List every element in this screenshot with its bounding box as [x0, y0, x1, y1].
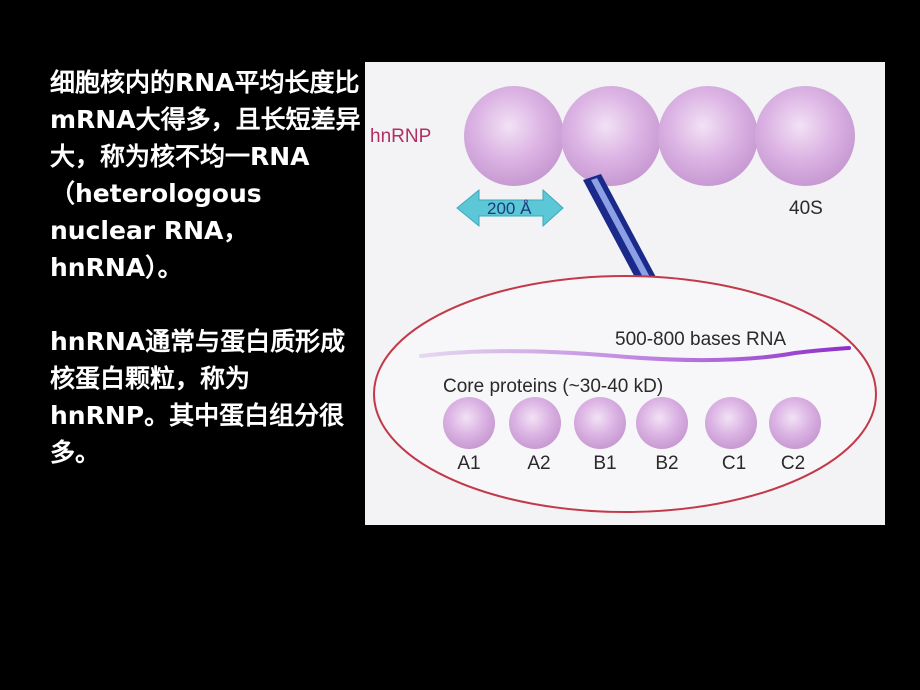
rna-label: 500-800 bases RNA [615, 329, 786, 350]
paragraph-hnrnp-definition: hnRNA通常与蛋白质形成核蛋白颗粒，称为hnRNP。其中蛋白组分很多。 [50, 327, 346, 467]
hnrnp-particle-3 [658, 86, 758, 186]
rna-strand [419, 346, 851, 363]
core-protein-a1: A1 [443, 397, 495, 474]
hnrnp-diagram: hnRNP 40S 200 Å 500-800 bases RNA Core p… [365, 62, 885, 525]
sedimentation-label: 40S [789, 198, 823, 219]
core-protein-a2: A2 [509, 397, 561, 474]
hnrnp-particle-4 [755, 86, 855, 186]
description-text: 细胞核内的RNA平均长度比mRNA大得多，且长短差异大，称为核不均一RNA（he… [50, 64, 365, 471]
size-double-arrow [456, 188, 564, 228]
protein-label-c1: C1 [722, 453, 746, 474]
protein-label-b2: B2 [655, 453, 678, 474]
hnrnp-particle-2 [561, 86, 661, 186]
enlarged-particle-ellipse [373, 275, 877, 513]
protein-label-c2: C2 [781, 453, 805, 474]
core-protein-c1: C1 [705, 397, 757, 474]
protein-label-a1: A1 [457, 453, 480, 474]
protein-label-a2: A2 [527, 453, 550, 474]
core-protein-b2: B2 [636, 397, 688, 474]
core-proteins-label: Core proteins (~30-40 kD) [443, 376, 663, 397]
hnrnp-particle-1 [464, 86, 564, 186]
hnrnp-label: hnRNP [370, 126, 431, 147]
paragraph-spacer [50, 286, 365, 323]
protein-label-b1: B1 [593, 453, 616, 474]
paragraph-hnrna-definition: 细胞核内的RNA平均长度比mRNA大得多，且长短差异大，称为核不均一RNA（he… [50, 68, 361, 282]
core-protein-b1: B1 [574, 397, 626, 474]
size-label: 200 Å [487, 199, 532, 218]
core-protein-c2: C2 [769, 397, 821, 474]
hnrnp-diagram-svg: hnRNP 40S 200 Å 500-800 bases RNA Core p… [370, 86, 877, 513]
